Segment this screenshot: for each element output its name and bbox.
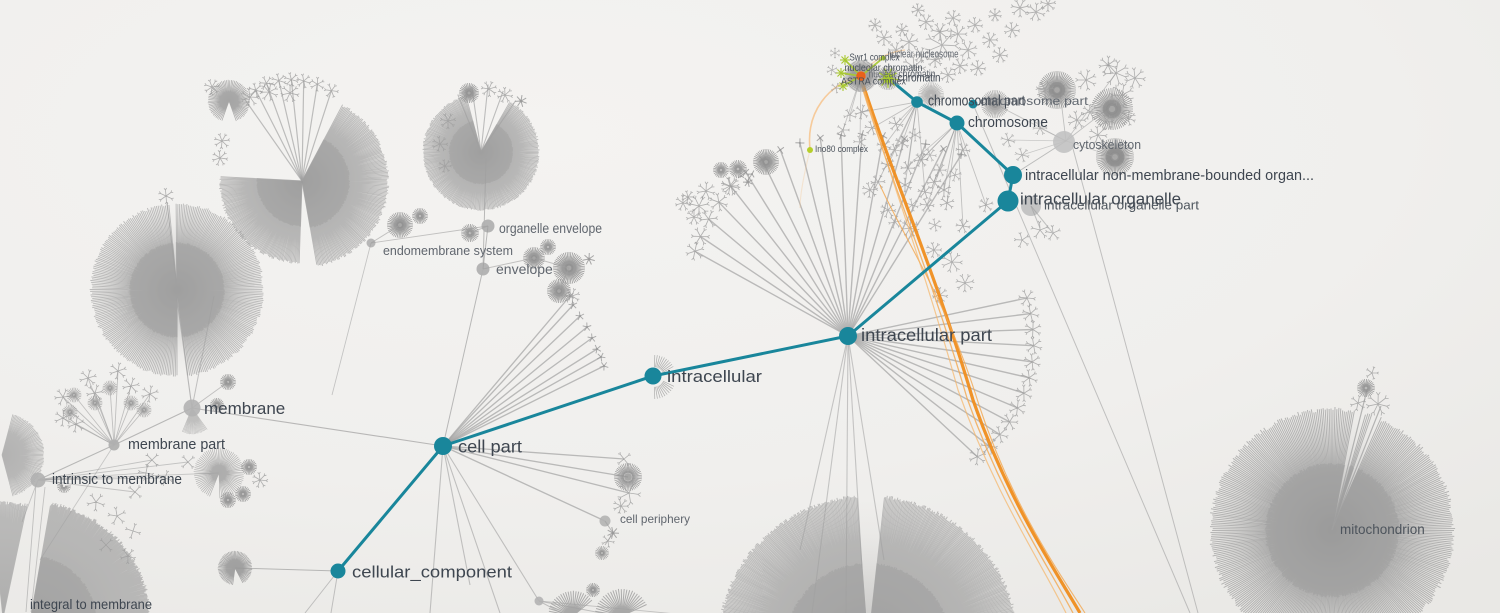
svg-text:mitochondrion: mitochondrion	[1340, 522, 1425, 537]
svg-text:chromosome: chromosome	[968, 114, 1048, 131]
svg-text:nuclear nucleosome: nuclear nucleosome	[888, 49, 959, 61]
svg-text:cytoskeleton: cytoskeleton	[1073, 137, 1141, 152]
svg-text:membrane part: membrane part	[128, 437, 225, 453]
svg-text:intrinsic to membrane: intrinsic to membrane	[52, 472, 182, 488]
svg-text:chromosome part: chromosome part	[980, 94, 1089, 108]
svg-text:nucleolar chromatin: nucleolar chromatin	[845, 62, 923, 74]
svg-text:nuclear chromatin: nuclear chromatin	[869, 69, 936, 81]
svg-text:intracellular part: intracellular part	[861, 325, 992, 345]
svg-text:endomembrane system: endomembrane system	[383, 243, 513, 258]
svg-text:Swr1 complex: Swr1 complex	[850, 52, 901, 64]
svg-text:integral to membrane: integral to membrane	[30, 596, 152, 612]
svg-text:organelle envelope: organelle envelope	[499, 221, 602, 236]
svg-text:Ino80 complex: Ino80 complex	[815, 144, 868, 155]
svg-text:chromosomal part: chromosomal part	[928, 94, 1025, 110]
svg-text:ASTRA complex: ASTRA complex	[841, 76, 907, 88]
svg-text:chromatin: chromatin	[898, 73, 941, 85]
svg-text:cellular_component: cellular_component	[352, 563, 512, 582]
svg-text:envelope: envelope	[496, 261, 553, 277]
svg-text:intracellular organelle part: intracellular organelle part	[1044, 198, 1199, 213]
svg-text:intracellular organelle: intracellular organelle	[1020, 190, 1181, 209]
svg-text:intracellular non-membrane-bou: intracellular non-membrane-bounded organ…	[1025, 167, 1314, 184]
svg-text:cell part: cell part	[458, 437, 522, 457]
svg-text:cell periphery: cell periphery	[620, 512, 690, 526]
svg-text:membrane: membrane	[204, 399, 285, 418]
svg-text:intracellular: intracellular	[667, 368, 763, 386]
